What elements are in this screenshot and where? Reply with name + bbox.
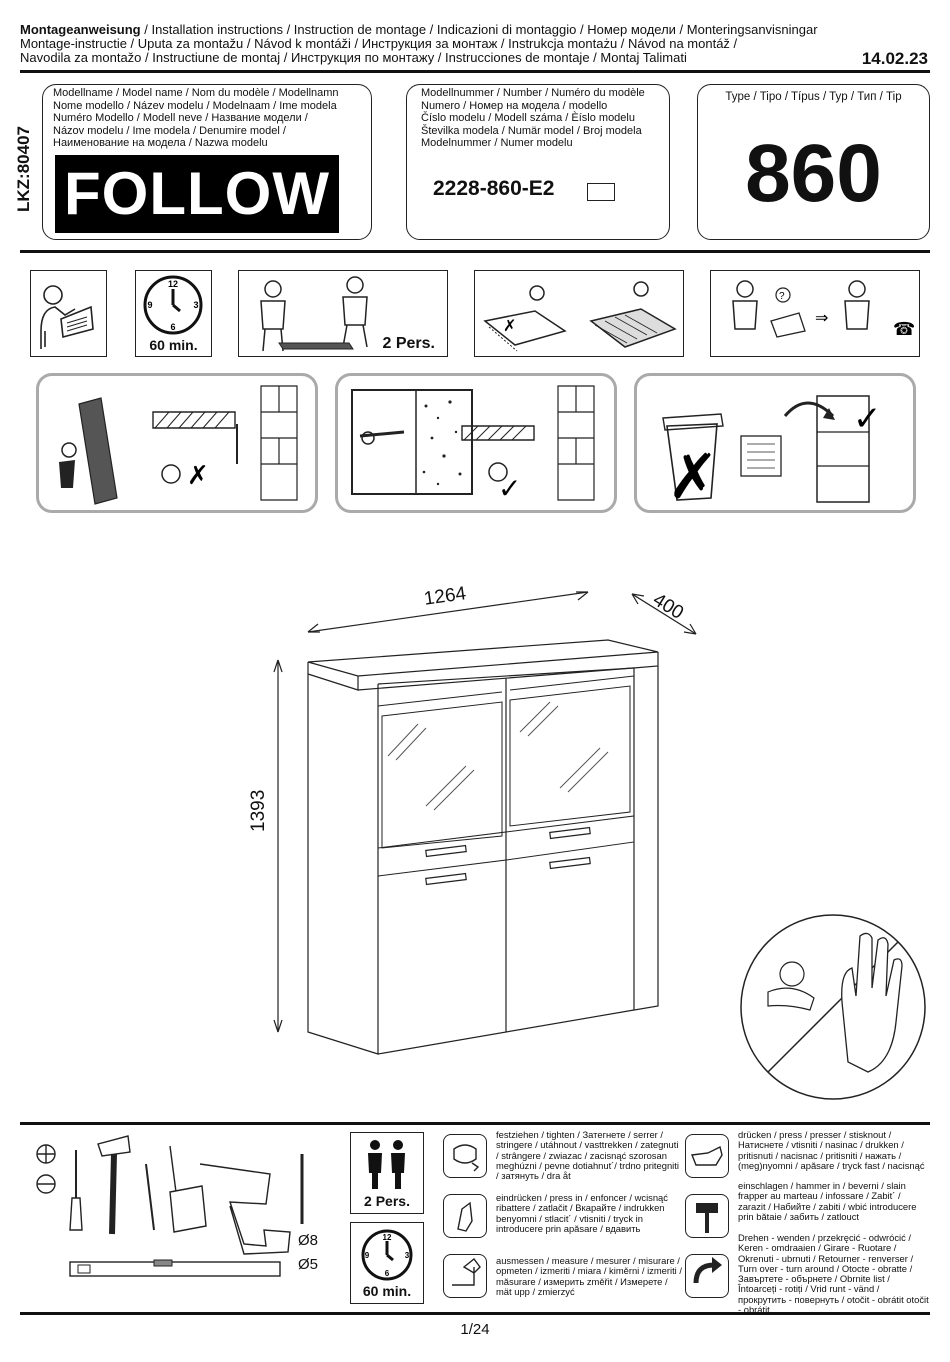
assemble-on-carpet-icon: ✗ <box>483 281 677 352</box>
model-number-box: Modellnummer / Number / Numéro du modèle… <box>406 84 670 240</box>
svg-text:3: 3 <box>193 300 198 310</box>
help-hotline-icon: ? ⇒ ☎ <box>732 280 915 340</box>
tighten-icon <box>453 1144 480 1172</box>
carpet-assembly-picto: ✗ <box>474 270 684 357</box>
svg-text:12: 12 <box>383 1233 392 1242</box>
footer-rule <box>20 1312 930 1315</box>
header-title-rest: / Installation instructions / Instructio… <box>140 22 818 37</box>
model-number-label-1: Modellnummer / Number / Numéro du modèle <box>421 87 645 99</box>
tape-measure-icon <box>452 1258 481 1286</box>
svg-text:✗: ✗ <box>187 461 209 491</box>
model-number-value: 2228-860-E2 <box>433 177 555 200</box>
tools-clock-icon: 12 3 6 9 <box>361 1229 413 1281</box>
model-name-label-5: Наименование на модела / Nazwa modelu <box>53 137 268 149</box>
model-name-label-3: Numéro Modello / Modell neve / Название … <box>53 112 308 124</box>
hammer-icon <box>696 1203 718 1233</box>
header-date: 14.02.23 <box>861 49 928 68</box>
time-picto: 12 3 6 9 60 min. <box>135 270 212 357</box>
clock-icon: 12 3 6 9 <box>143 275 203 335</box>
tools-persons-label: 2 Pers. <box>364 1193 410 1209</box>
hammer-legend-text: einschlagen / hammer in / beverni / slai… <box>738 1180 917 1222</box>
two-persons-picto: 2 Pers. <box>238 270 448 357</box>
press-legend-box <box>685 1134 729 1178</box>
keep-instructions-panel: ✗ ✓ <box>634 373 916 513</box>
svg-text:9: 9 <box>147 300 152 310</box>
model-name-label-4: Názov modelu / Ime modela / Denumire mod… <box>53 124 286 137</box>
svg-text:✓: ✓ <box>498 472 521 505</box>
two-workers-icon <box>260 276 368 352</box>
plus-screwdriver-icon <box>36 1144 56 1164</box>
hammer-legend-box <box>685 1194 729 1238</box>
tip-over-warning-panel: ✗ <box>36 373 318 513</box>
model-name-label-1: Modellname / Model name / Nom du modèle … <box>53 87 339 99</box>
wall-mounting-icon: ✓ <box>351 385 595 505</box>
press-in-legend-text: eindrücken / press in / enfoncer / wcisn… <box>496 1192 668 1234</box>
tools-illustration <box>36 1135 304 1277</box>
dimension-height: 1393 <box>248 789 269 832</box>
svg-text:✗: ✗ <box>503 318 516 335</box>
tighten-legend-text: festziehen / tighten / Затегнете / serre… <box>496 1129 679 1182</box>
measure-legend-text: ausmessen / measure / mesurer / misurare… <box>496 1255 682 1297</box>
read-instructions-picto <box>30 270 107 357</box>
two-people-icon <box>368 1140 405 1189</box>
model-number-label-4: Številka modela / Numär model / Broj mod… <box>421 124 642 137</box>
pressing-hand-icon <box>691 1145 723 1166</box>
tighten-legend-box <box>443 1134 487 1178</box>
tools-time-box: 12 3 6 9 60 min. <box>350 1222 424 1304</box>
keep-away-from-children-icon <box>740 914 926 1100</box>
measure-legend-box <box>443 1254 487 1298</box>
model-number-label-3: Číslo modelu / Modell száma / Èíslo mode… <box>421 112 635 124</box>
svg-text:12: 12 <box>168 279 178 289</box>
two-persons-label: 2 Pers. <box>382 335 435 352</box>
svg-text:3: 3 <box>405 1251 410 1260</box>
tip-over-wall-anchor-icon: ✗ <box>59 385 298 505</box>
press-in-legend-box <box>443 1194 487 1238</box>
header-title-line2: Montage-instructie / Uputa za montažu / … <box>20 36 738 51</box>
model-name-box: Modellname / Model name / Nom du modèle … <box>42 84 372 240</box>
turn-legend-text: Drehen - wenden / przekręcić - odwrócić … <box>738 1232 929 1316</box>
page-number: 1/24 <box>460 1321 490 1338</box>
svg-text:⇒: ⇒ <box>815 310 828 327</box>
svg-text:9: 9 <box>365 1251 370 1260</box>
model-number-checkbox <box>587 183 615 201</box>
type-box: Type / Tipo / Típus / Typ / Тип / Tip 86… <box>697 84 930 240</box>
turn-legend-box <box>685 1254 729 1298</box>
svg-text:✗: ✗ <box>667 440 719 513</box>
tools-persons-box: 2 Pers. <box>350 1132 424 1214</box>
press-in-icon <box>457 1201 473 1232</box>
drill-size-5: Ø5 <box>298 1256 319 1273</box>
type-value: 860 <box>745 128 882 219</box>
model-number-label-5: Modelnummer / Numer modelu <box>421 137 573 149</box>
flat-screwdriver-icon <box>36 1174 56 1194</box>
header-title-line3: Navodila za montažo / Instructiune de mo… <box>20 50 687 65</box>
model-name-value: FOLLOW <box>55 155 339 233</box>
tools-time-label: 60 min. <box>362 1283 412 1299</box>
svg-text:☎: ☎ <box>893 319 915 340</box>
svg-text:6: 6 <box>385 1269 390 1278</box>
header-rule <box>20 70 930 73</box>
wall-material-panel: ✓ <box>335 373 617 513</box>
time-picto-label: 60 min. <box>149 337 198 353</box>
header-title-bold: Montageanweisung <box>20 22 141 37</box>
lkz-label: LKZ:80407 <box>14 126 33 212</box>
model-name-label-2: Nome modello / Název modelu / Modelnaam … <box>53 99 337 112</box>
drill-size-8: Ø8 <box>298 1232 319 1249</box>
cabinet-drawing <box>273 591 697 1055</box>
model-number-label-2: Numero / Номер на модела / modello <box>421 99 608 112</box>
reading-person-icon <box>40 285 94 349</box>
svg-text:?: ? <box>779 291 785 302</box>
svg-text:6: 6 <box>170 322 175 332</box>
call-for-help-picto: ? ⇒ ☎ <box>710 270 920 357</box>
turn-over-arrow-icon <box>693 1257 722 1284</box>
svg-text:✓: ✓ <box>853 399 882 439</box>
keep-manual-icon: ✗ ✓ <box>662 395 882 513</box>
header-title-line1: Montageanweisung / Installation instruct… <box>20 23 818 37</box>
press-legend-text: drücken / press / presser / stisknout / … <box>738 1129 925 1171</box>
header-bottom-rule <box>20 250 930 253</box>
type-label: Type / Tipo / Típus / Typ / Тип / Tip <box>725 91 902 103</box>
tools-top-rule <box>20 1122 930 1125</box>
